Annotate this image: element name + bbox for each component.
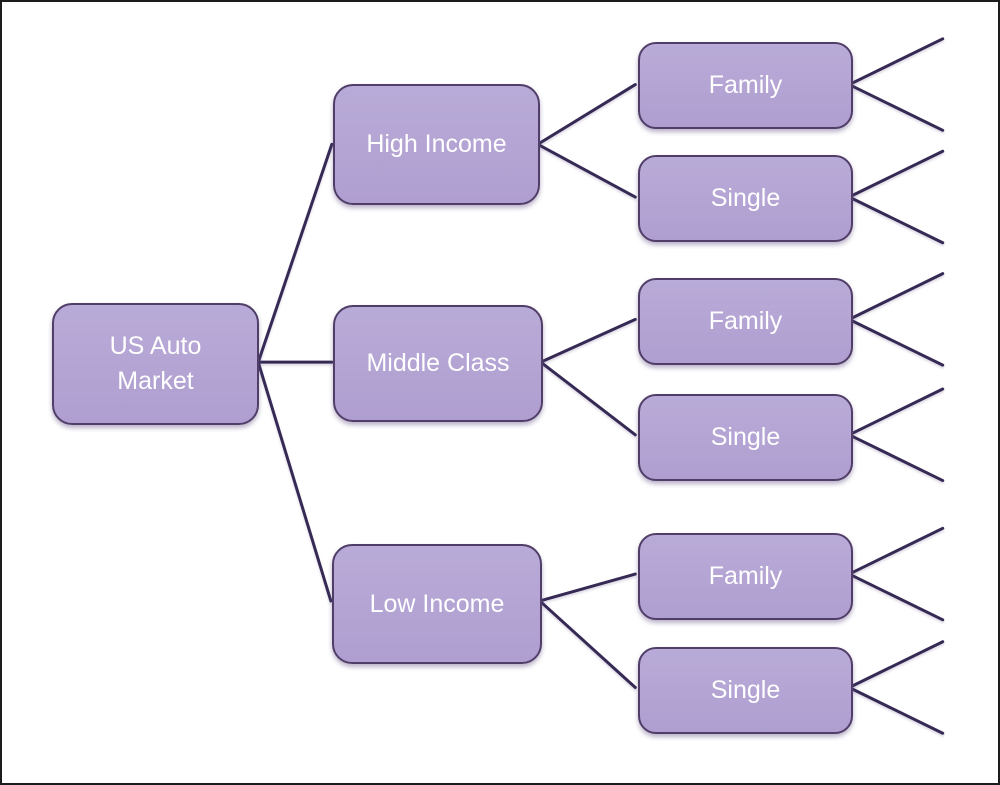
connector-single-middle-branch-up — [847, 387, 945, 437]
connector-middle-class-to-family — [539, 317, 637, 364]
node-label: Single — [710, 676, 781, 704]
node-label: Low Income — [369, 589, 505, 618]
node-single-low-income: Single — [638, 647, 853, 734]
node-low-income: Low Income — [332, 544, 542, 664]
connector-single-middle-branch-down — [847, 433, 945, 483]
node-label: Family — [708, 562, 783, 590]
node-family-high-income: Family — [638, 42, 853, 129]
connector-single-high-branch-up — [847, 149, 945, 199]
node-high-income: High Income — [333, 84, 540, 205]
connector-family-middle-branch-down — [847, 317, 945, 367]
connector-family-low-branch-up — [847, 526, 945, 576]
connector-low-income-to-single — [538, 599, 637, 689]
connector-root-to-high-income — [256, 142, 334, 364]
node-label: US Auto Market — [109, 332, 202, 395]
node-label: Family — [708, 307, 783, 335]
node-us-auto-market: US Auto Market — [52, 303, 259, 425]
connector-single-low-branch-up — [847, 640, 945, 689]
connector-family-high-branch-up — [847, 37, 945, 87]
node-label: Single — [710, 423, 781, 451]
node-single-high-income: Single — [638, 155, 853, 242]
node-family-low-income: Family — [638, 533, 853, 620]
node-family-middle-class: Family — [638, 278, 853, 365]
connector-family-low-branch-down — [847, 572, 945, 622]
connector-root-to-low-income — [256, 360, 333, 603]
connector-single-high-branch-down — [847, 195, 945, 245]
connector-high-income-to-single — [536, 142, 637, 199]
connector-single-low-branch-down — [847, 685, 945, 735]
connector-family-high-branch-down — [847, 83, 945, 132]
connector-family-middle-branch-up — [847, 272, 945, 321]
node-label: Family — [708, 71, 783, 99]
node-single-middle-class: Single — [638, 394, 853, 481]
connector-low-income-to-family — [538, 572, 637, 603]
node-middle-class: Middle Class — [333, 305, 543, 422]
node-label: Middle Class — [366, 349, 510, 377]
node-label: Single — [710, 184, 781, 212]
node-label: High Income — [366, 130, 507, 158]
connector-middle-class-to-single — [539, 360, 637, 437]
connector-high-income-to-family — [536, 83, 637, 146]
